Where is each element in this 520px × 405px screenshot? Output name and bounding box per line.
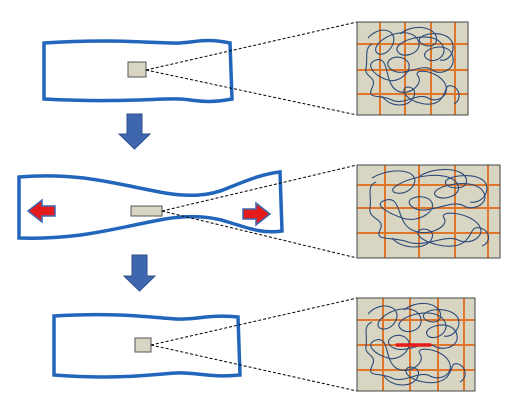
grid-lines bbox=[357, 298, 475, 391]
marker-region bbox=[134, 337, 152, 353]
grid-background bbox=[357, 165, 500, 258]
stage-fractured bbox=[52, 297, 476, 392]
marker-region bbox=[130, 205, 163, 217]
polymer-grid-unloaded bbox=[356, 21, 469, 116]
connector-line-top bbox=[145, 21, 358, 71]
stage-stretched bbox=[17, 164, 501, 259]
connector-line-top bbox=[150, 297, 358, 346]
down-arrow-2 bbox=[122, 254, 157, 292]
polymer-grid-stretched bbox=[356, 164, 501, 259]
down-arrow-1 bbox=[117, 113, 152, 150]
force-arrow-right bbox=[242, 201, 272, 227]
grid-border bbox=[356, 297, 476, 392]
stage-unloaded bbox=[42, 21, 469, 116]
grid-border bbox=[356, 21, 469, 116]
connector-line-bottom bbox=[150, 344, 358, 392]
force-arrow-left bbox=[26, 198, 56, 224]
polymer-chains bbox=[365, 26, 460, 106]
polymer-chains bbox=[369, 168, 490, 248]
connector-line-bottom bbox=[145, 69, 358, 116]
marker-region bbox=[127, 61, 147, 78]
polymer-grid-fractured bbox=[356, 297, 476, 392]
grid-background bbox=[357, 22, 468, 115]
grid-border bbox=[356, 164, 501, 259]
polymer-chains bbox=[365, 302, 466, 386]
connector-line-top bbox=[161, 164, 358, 212]
connector-line-bottom bbox=[161, 210, 358, 259]
specimen-stretched bbox=[17, 170, 284, 240]
